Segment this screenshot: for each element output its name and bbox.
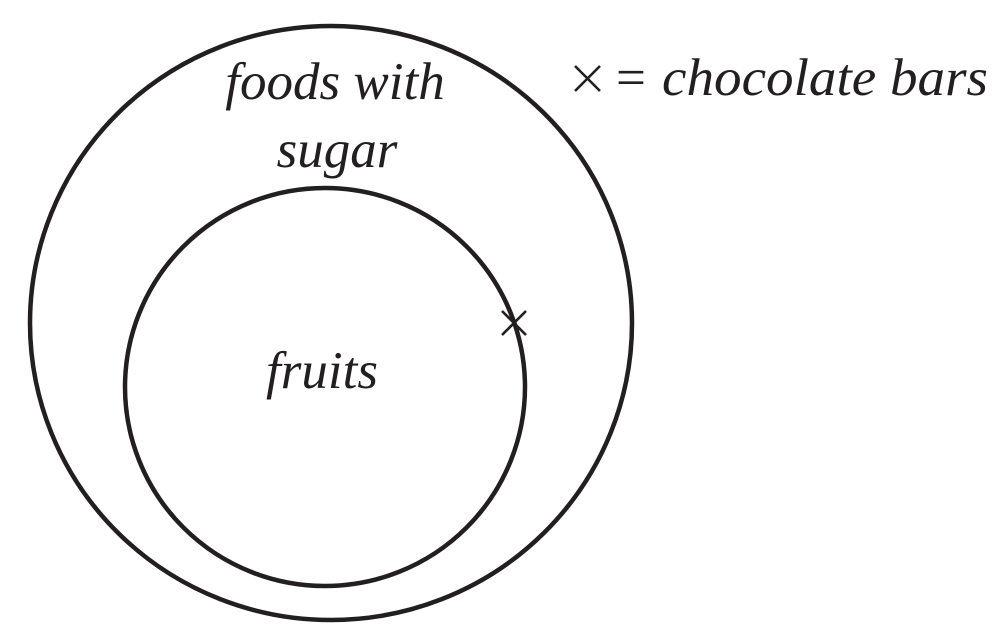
outer-set-label-line1: foods with <box>225 53 444 111</box>
inner-set-label: fruits <box>266 342 378 400</box>
legend-equals-sign: = <box>616 49 646 107</box>
chocolate-bars-marker <box>501 310 527 336</box>
legend-x-symbol <box>574 65 601 92</box>
inner-circle-fruits <box>122 185 528 589</box>
legend: = chocolate bars <box>574 49 988 107</box>
outer-set-label-line2: sugar <box>277 121 398 179</box>
outer-circle-foods-with-sugar <box>27 23 635 623</box>
legend-description: chocolate bars <box>662 49 988 107</box>
